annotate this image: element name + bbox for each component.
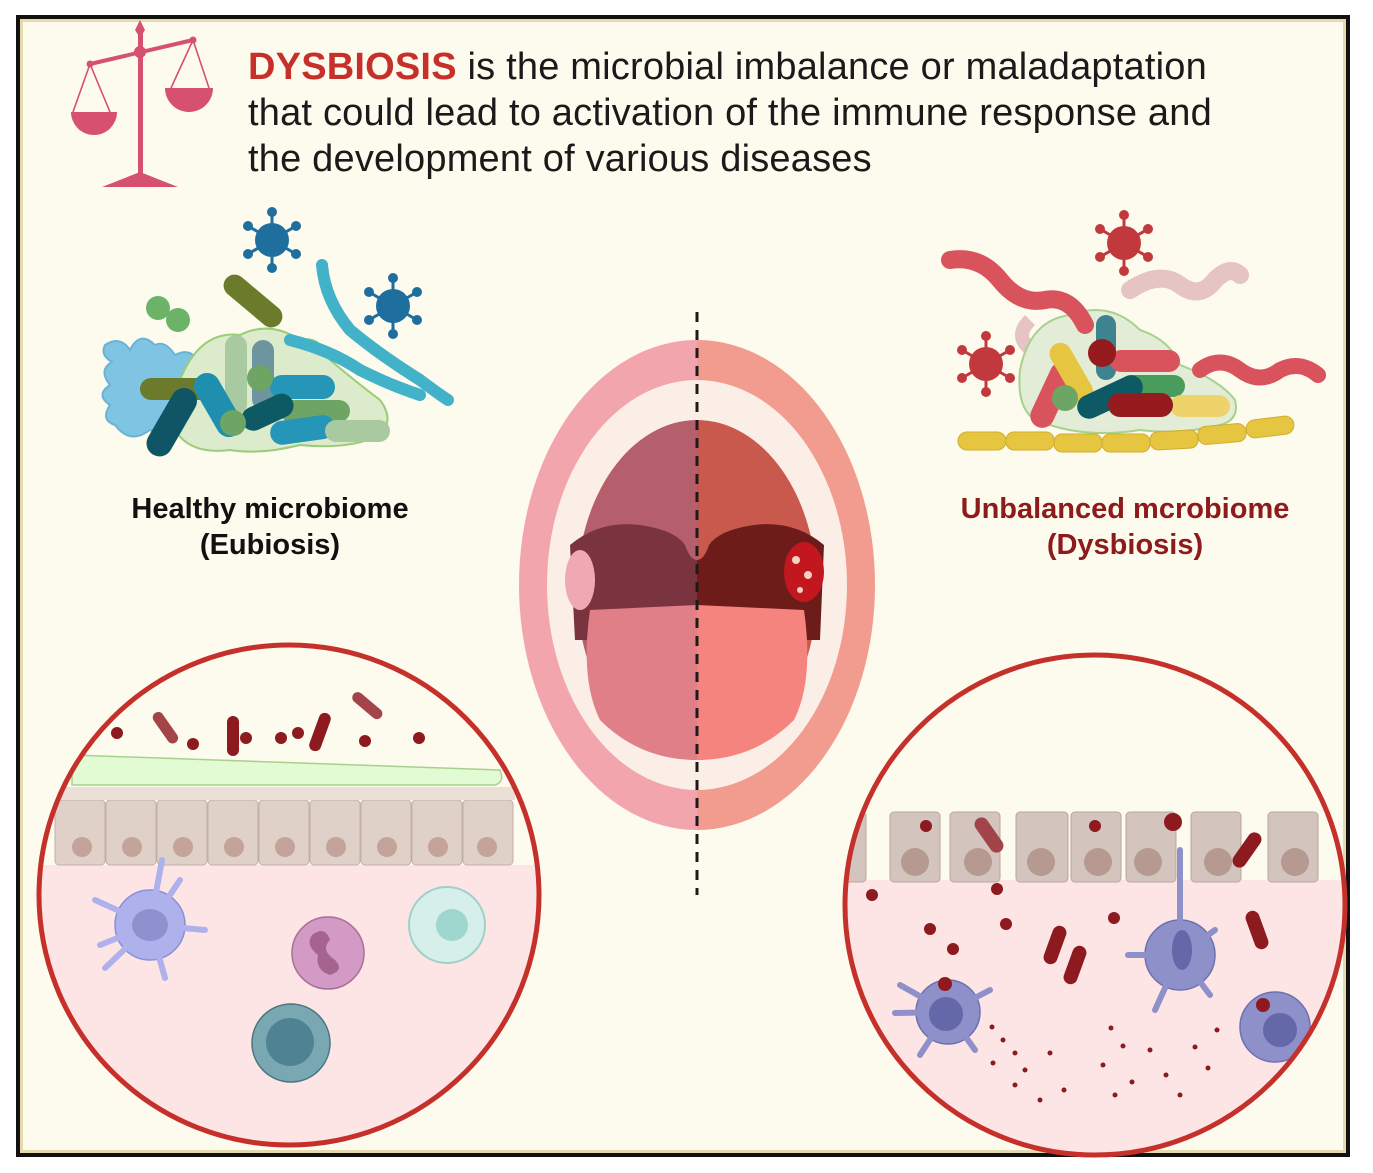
virus-icon: [364, 273, 422, 339]
mouth-illustration: [519, 312, 875, 895]
unbalanced-label-line1: Unbalanced mcrobiome: [960, 493, 1290, 525]
dendritic-cell-icon: [892, 977, 993, 1058]
dysbiosis-tissue-zoom: [842, 652, 1348, 1158]
headline-line2: that could lead to activation of the imm…: [248, 92, 1212, 134]
neutrophil-icon: [291, 916, 365, 990]
virus-icon: [1095, 210, 1153, 276]
headline-definition: DYSBIOSIS is the microbial imbalance or …: [248, 44, 1328, 182]
dysbiosis-microbes-illustration: [941, 210, 1326, 453]
virus-icon: [243, 207, 301, 273]
macrophage-icon: [408, 886, 486, 964]
healthy-microbes-illustration: [101, 207, 454, 457]
headline-line3: the development of various diseases: [248, 138, 872, 180]
unbalanced-label-line2: (Dysbiosis): [1046, 529, 1204, 561]
virus-icon: [957, 331, 1015, 397]
yellow-filament: [957, 415, 1295, 453]
healthy-microbiome-label: Healthy microbiome (Eubiosis): [110, 491, 430, 563]
balance-scale-icon: [71, 20, 213, 187]
macrophage-icon: [1239, 991, 1311, 1063]
healthy-label-line1: Healthy microbiome: [131, 493, 409, 525]
healthy-label-line2: (Eubiosis): [199, 529, 341, 561]
cytokine-dots: [989, 1024, 1220, 1103]
zoom-circle-border: [842, 652, 1348, 1158]
healthy-tissue-zoom: [36, 642, 542, 1148]
lymphocyte-icon: [251, 1003, 331, 1083]
dendritic-cell-icon: [92, 857, 208, 981]
unbalanced-microbiome-label: Unbalanced mcrobiome (Dysbiosis): [930, 491, 1320, 563]
headline-keyword: DYSBIOSIS: [248, 46, 457, 88]
headline-line1: is the microbial imbalance or maladaptat…: [456, 46, 1207, 88]
dendritic-cell-icon: [1125, 847, 1218, 1013]
zoom-circle-border: [36, 642, 542, 1148]
